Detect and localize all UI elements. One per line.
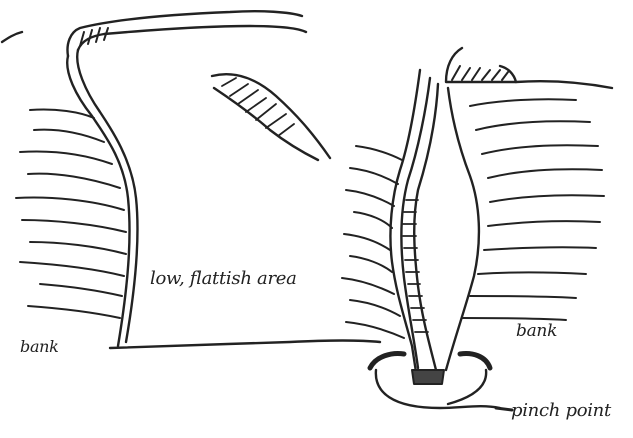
flat-area-label: low, flattish area xyxy=(150,268,297,289)
top-ridge-inner xyxy=(78,26,306,50)
stream-channel-right xyxy=(414,84,438,370)
hillock-hatching xyxy=(222,78,294,136)
pinch-block xyxy=(412,370,444,384)
right-bank-label: bank xyxy=(516,321,557,341)
right-slope-edge xyxy=(516,81,612,88)
left-contours xyxy=(16,109,126,318)
hillock-top xyxy=(212,74,330,158)
pinch-pointer xyxy=(496,408,512,410)
corner-mark xyxy=(2,32,22,42)
pinch-bracket-right xyxy=(460,354,490,368)
right-cap-hatching xyxy=(452,66,508,80)
pinch-bracket-left xyxy=(370,354,404,368)
gully-right-wall xyxy=(446,88,479,370)
left-bank-label: bank xyxy=(20,337,59,356)
pinch-point-label: pinch point xyxy=(511,400,611,421)
gully-left-contours xyxy=(342,146,404,338)
valley-floor-line xyxy=(110,341,380,349)
gully-right-contours xyxy=(462,99,604,320)
pinch-connector-right xyxy=(448,370,486,404)
